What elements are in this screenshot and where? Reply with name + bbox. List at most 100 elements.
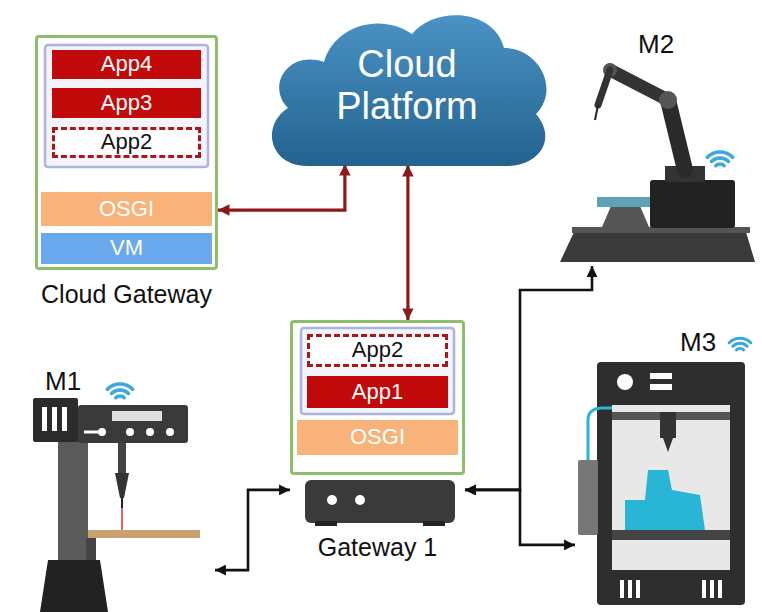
vent-slot: [620, 580, 624, 598]
gateway-label: Cloud Gateway: [41, 281, 212, 309]
control-panel: [78, 405, 188, 443]
upper-arm: [610, 70, 668, 100]
app-box: App1: [307, 376, 448, 408]
print-bed: [612, 530, 730, 540]
wifi-arc: [116, 396, 124, 398]
filament-box: [578, 460, 598, 535]
app-label: App3: [101, 91, 152, 115]
wifi-icon: [729, 338, 751, 350]
wifi-arc: [112, 390, 129, 394]
wifi-arc: [729, 338, 751, 342]
text-holder: M1: [45, 367, 81, 396]
text-holder: Cloud Gateway: [0, 279, 258, 311]
print-head: [660, 412, 676, 438]
wifi-arc: [733, 343, 747, 346]
cloud-path: [272, 15, 547, 166]
wifi-arc: [716, 164, 724, 166]
band-label: OSGI: [350, 425, 405, 449]
machine-label: M3: [680, 328, 716, 357]
arm-tool: [598, 70, 610, 105]
drill-press: [33, 384, 200, 612]
device-foot: [315, 521, 337, 526]
text-holder: App3: [52, 88, 201, 118]
drill-table: [88, 530, 200, 538]
vent-slot: [42, 407, 47, 431]
wifi-icon: [707, 152, 732, 166]
machine: M2: [560, 28, 755, 266]
text-holder: OSGI: [297, 420, 458, 455]
device-led: [355, 495, 365, 505]
app-label: App4: [101, 52, 152, 76]
text-holder: OSGI: [41, 192, 212, 226]
table-bracket: [86, 538, 96, 560]
osgi-band: OSGI: [41, 192, 212, 226]
connector: [465, 490, 575, 545]
connector: [218, 164, 345, 210]
filament-tube: [588, 408, 612, 460]
connector: [406, 165, 409, 320]
text-holder: VM: [41, 233, 212, 264]
lower-arm: [668, 100, 685, 170]
connector: [215, 490, 290, 570]
vent-slot: [628, 580, 632, 598]
arm-joint: [659, 91, 677, 109]
text-holder: Gateway 1: [260, 532, 495, 564]
drill-column: [58, 440, 88, 565]
printer-dial: [617, 374, 633, 390]
cloud-label: Cloud Platform: [317, 44, 497, 128]
text-holder: App4: [52, 50, 201, 79]
tool-tip: [595, 105, 598, 120]
wifi-arc: [736, 348, 743, 349]
printer-button: [650, 384, 672, 390]
gateway-box: Gateway 1App2App1OSGI: [290, 320, 465, 525]
machine: M3: [575, 330, 755, 608]
panel-display: [112, 411, 162, 421]
nozzle: [663, 438, 673, 452]
text-holder: App1: [307, 376, 448, 408]
vent-slot: [62, 407, 67, 431]
vent-slot: [710, 580, 714, 598]
device-body: [305, 480, 455, 523]
gateway-device: [305, 480, 455, 526]
drill-bit: [121, 498, 123, 508]
work-pedestal: [602, 206, 649, 227]
text-holder: M2: [638, 30, 674, 59]
app-box: App4: [52, 50, 201, 79]
3d-printer: [578, 338, 751, 605]
gateway-box: Cloud GatewayApp4App3App2OSGIVM: [35, 35, 218, 270]
vent-slot: [52, 407, 57, 431]
printer-button: [650, 373, 672, 379]
cloud-shape: Cloud Platform: [262, 8, 552, 168]
app-box-dashed: App2: [52, 127, 201, 158]
text-holder: M3: [680, 328, 716, 357]
machine: M1: [25, 365, 215, 610]
vm-band: VM: [41, 233, 212, 264]
panel-knob: [166, 428, 174, 436]
panel-knob: [146, 428, 154, 436]
panel-knob: [126, 428, 134, 436]
print-chamber: [612, 405, 730, 570]
machine-label: M2: [638, 30, 674, 59]
vent-slot: [718, 580, 722, 598]
printer-frame: [597, 362, 745, 605]
robot-body: [650, 180, 735, 228]
connector: [465, 266, 592, 490]
wifi-arc: [707, 152, 732, 157]
spindle: [118, 443, 126, 473]
drill-base: [40, 560, 108, 612]
app-box-dashed: App2: [307, 334, 448, 367]
vent-slot: [636, 580, 640, 598]
gateway-label: Gateway 1: [318, 534, 438, 562]
wifi-icon: [107, 384, 132, 398]
wifi-arc: [712, 158, 729, 162]
text-holder: Cloud Platform: [317, 36, 497, 136]
text-holder: App2: [55, 130, 198, 155]
app-box: App3: [52, 88, 201, 118]
device-led: [327, 495, 337, 505]
app-label: App2: [352, 338, 403, 362]
wifi-arc: [107, 384, 132, 389]
panel-handle: [84, 431, 98, 434]
vent-slot: [702, 580, 706, 598]
